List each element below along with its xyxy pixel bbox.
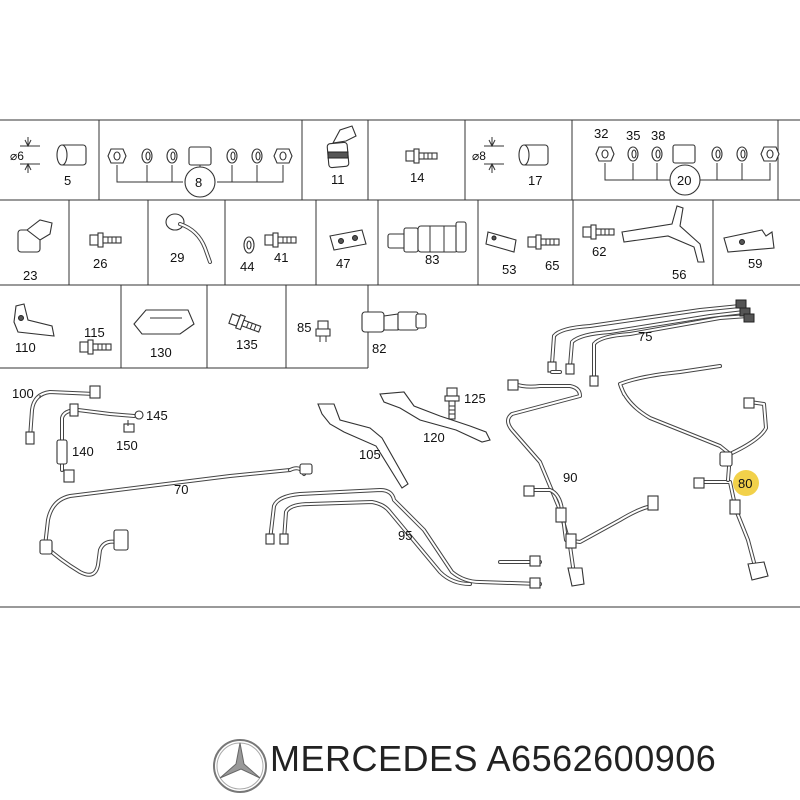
- part-label-44: 44: [240, 259, 254, 274]
- highlight-marker: [733, 470, 759, 496]
- diameter-label: ⌀8: [472, 149, 486, 163]
- callout-95: 95: [398, 528, 412, 543]
- part-number: A6562600906: [486, 738, 717, 779]
- cell-44-41: 44 41: [240, 232, 297, 274]
- cell-5: ⌀6 5: [10, 137, 87, 188]
- cell-20: 32 35 38 20: [594, 126, 780, 196]
- part-label-110: 110: [15, 340, 36, 355]
- part-label-83: 83: [425, 252, 439, 267]
- part-label-62: 62: [592, 244, 606, 259]
- part-label-115: 115: [84, 325, 105, 340]
- part-label-17: 17: [528, 173, 542, 188]
- callout-105: 105: [359, 447, 381, 462]
- cell-82: 82: [361, 311, 427, 356]
- cell-29: 29: [165, 213, 212, 265]
- part-label-5: 5: [64, 173, 71, 188]
- callout-140: 140: [72, 444, 94, 459]
- cell-23: 23: [17, 219, 53, 283]
- cell-59: 59: [723, 229, 775, 271]
- part-label-8: 8: [195, 175, 202, 190]
- cell-135: 135: [227, 311, 263, 352]
- part-label-135: 135: [236, 337, 258, 352]
- callout-100: 100: [12, 386, 34, 401]
- part-label-14: 14: [410, 170, 424, 185]
- callout-125: 125: [464, 391, 486, 406]
- callout-80: 80: [738, 476, 752, 491]
- cell-85: 85: [297, 320, 331, 342]
- callout-145: 145: [146, 408, 168, 423]
- cell-8: 8: [107, 146, 293, 198]
- part-label-47: 47: [336, 256, 350, 271]
- brand-name: MERCEDES: [270, 738, 479, 779]
- footer-part-title: MERCEDES A6562600906: [270, 738, 795, 780]
- cell-14: 14: [405, 148, 438, 185]
- part-label-11: 11: [331, 172, 345, 187]
- part-label-59: 59: [748, 256, 762, 271]
- part-sublabel-38: 38: [651, 128, 665, 143]
- parts-grid: [0, 119, 800, 369]
- cell-17: ⌀8 17: [472, 137, 549, 188]
- cell-83: 83: [387, 221, 467, 267]
- cell-62-56: 62 56: [582, 205, 705, 282]
- callout-120: 120: [423, 430, 445, 445]
- part-label-130: 130: [150, 345, 172, 360]
- part-label-82: 82: [372, 341, 386, 356]
- callout-75: 75: [638, 329, 652, 344]
- part-label-20: 20: [677, 173, 691, 188]
- part-label-53: 53: [502, 262, 516, 277]
- part-label-23: 23: [23, 268, 37, 283]
- part-label-41: 41: [274, 250, 288, 265]
- pipe-assembly: [25, 299, 769, 589]
- cell-11: 11: [326, 125, 357, 187]
- part-label-85: 85: [297, 320, 311, 335]
- callout-90: 90: [563, 470, 577, 485]
- part-label-65: 65: [545, 258, 559, 273]
- callout-labels: 100 145 150 140 70 125 105 120 75 90 95 …: [12, 329, 759, 543]
- callout-150: 150: [116, 438, 138, 453]
- cell-47: 47: [329, 229, 367, 271]
- part-sublabel-32: 32: [594, 126, 608, 141]
- callout-70: 70: [174, 482, 188, 497]
- diameter-label: ⌀6: [10, 149, 24, 163]
- cell-26: 26: [89, 232, 122, 271]
- mercedes-logo-icon: [213, 739, 267, 793]
- cell-110-115: 110 115: [13, 303, 112, 355]
- cell-53-65: 53 65: [485, 231, 560, 277]
- part-label-56: 56: [672, 267, 686, 282]
- part-sublabel-35: 35: [626, 128, 640, 143]
- cell-130: 130: [133, 309, 195, 360]
- part-label-29: 29: [170, 250, 184, 265]
- part-label-26: 26: [93, 256, 107, 271]
